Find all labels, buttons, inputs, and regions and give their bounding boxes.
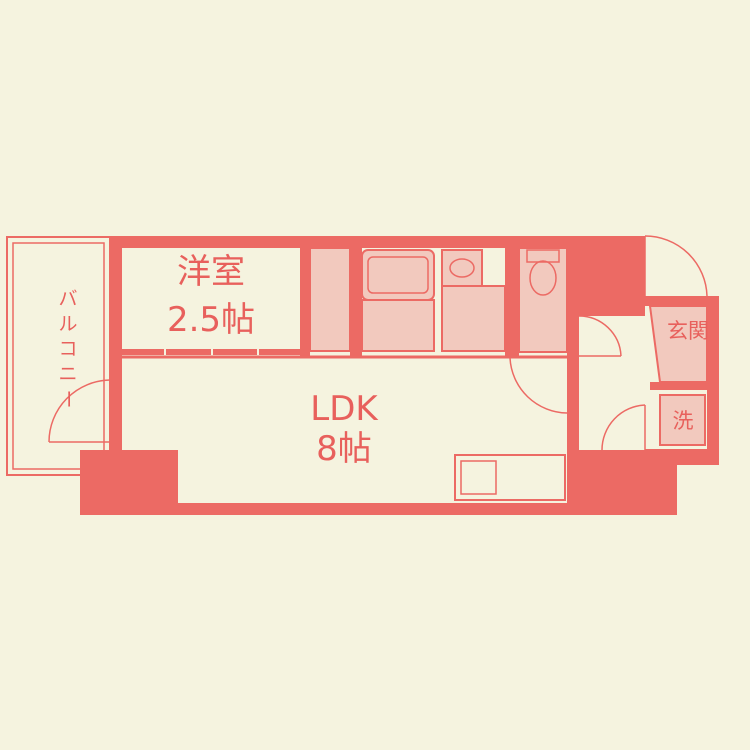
wall-western-right [300, 236, 310, 356]
toilet-bowl [529, 260, 557, 296]
balcony-char: バ [58, 288, 77, 310]
wall-entrance-divider [650, 382, 715, 390]
bathtub-inner [367, 256, 429, 294]
washroom-floor [441, 285, 506, 352]
door-ticks [164, 349, 259, 356]
balcony-char: ー [57, 389, 79, 408]
washbasin-bowl [449, 258, 475, 278]
closet [309, 247, 351, 352]
balcony-char: コ [58, 338, 77, 360]
wall-bath-block [350, 236, 362, 356]
ldk-name: LDK [310, 389, 379, 429]
balcony-char: ニ [58, 363, 77, 385]
hallway-floor [579, 316, 645, 450]
wall-bottom [80, 503, 575, 515]
wall-left [110, 236, 122, 451]
washer-space [659, 394, 706, 446]
entrance-label: 玄関 [667, 319, 709, 343]
wall-corner-block [567, 236, 645, 316]
ldk-size: 8帖 [316, 429, 372, 469]
wall-washer-bottom [645, 449, 719, 465]
western-room-name: 洋室 [177, 252, 245, 292]
wall-wc-block [505, 236, 519, 356]
door-swings [48, 235, 708, 451]
toilet-tank [526, 249, 560, 263]
balcony-char: ル [58, 313, 77, 335]
entrance-tile [648, 305, 708, 383]
ldk-floor [122, 358, 567, 450]
western-room-floor [122, 248, 300, 351]
wall-right-lower [567, 355, 579, 455]
wall-top [110, 236, 645, 248]
wall-entrance-outer [645, 296, 715, 306]
balcony-label: バ ル コ ニ ー [57, 288, 79, 409]
wall-entrance-right [707, 296, 719, 461]
shower-area [361, 299, 435, 352]
wall-hall-right [567, 316, 579, 356]
walls [80, 236, 719, 515]
kitchen-sink [460, 460, 497, 495]
toilet-room [518, 247, 568, 353]
kitchen-counter [454, 454, 566, 501]
washbasin-counter [441, 249, 483, 287]
western-room-size: 2.5帖 [167, 300, 255, 340]
balcony-inner-rail [12, 242, 105, 470]
washer-label: 洗 [673, 409, 694, 433]
